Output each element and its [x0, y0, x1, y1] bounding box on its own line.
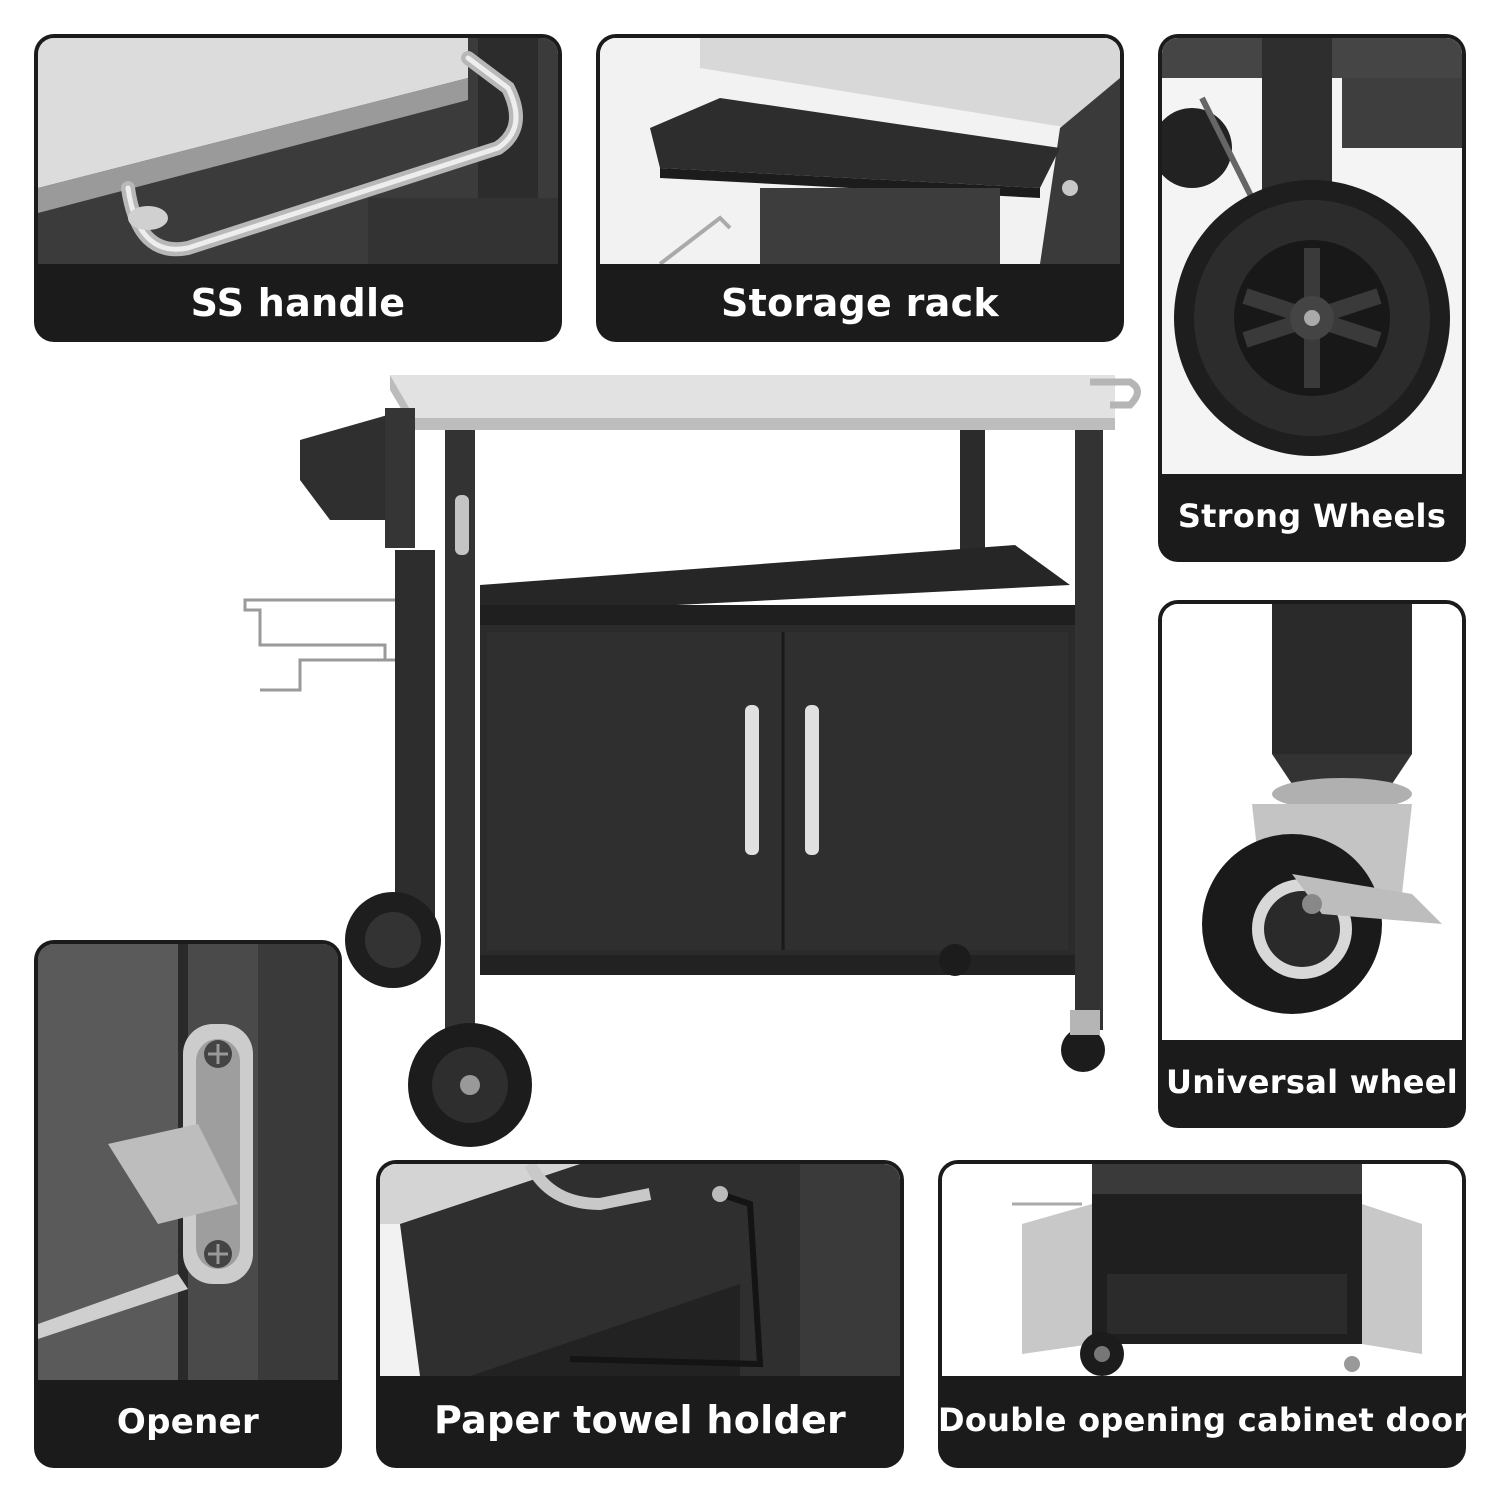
storage-rack-photo — [600, 38, 1120, 264]
strong-wheels-label: Strong Wheels — [1177, 497, 1447, 535]
opener-label: Opener — [116, 1402, 260, 1442]
paper-towel-holder-photo — [380, 1164, 900, 1376]
panel-ss-handle: SS handle — [34, 34, 562, 342]
paper-towel-holder-label: Paper towel holder — [433, 1398, 847, 1442]
panel-cabinet-door: Double opening cabinet door — [938, 1160, 1466, 1468]
panel-paper-towel-holder: Paper towel holder — [376, 1160, 904, 1468]
universal-wheel-label: Universal wheel — [1165, 1063, 1459, 1101]
main-cart-image — [215, 360, 1145, 1150]
panel-universal-wheel: Universal wheel — [1158, 600, 1466, 1128]
panel-strong-wheels: Strong Wheels — [1158, 34, 1466, 562]
strong-wheels-photo — [1162, 38, 1462, 474]
opener-photo — [38, 944, 338, 1380]
panel-storage-rack: Storage rack — [596, 34, 1124, 342]
ss-handle-label: SS handle — [190, 281, 406, 325]
ss-handle-photo — [38, 38, 558, 264]
universal-wheel-photo — [1162, 604, 1462, 1040]
storage-rack-label: Storage rack — [720, 281, 999, 325]
cabinet-door-photo — [942, 1164, 1462, 1376]
panel-opener: Opener — [34, 940, 342, 1468]
cabinet-door-label: Double opening cabinet door — [938, 1401, 1466, 1439]
